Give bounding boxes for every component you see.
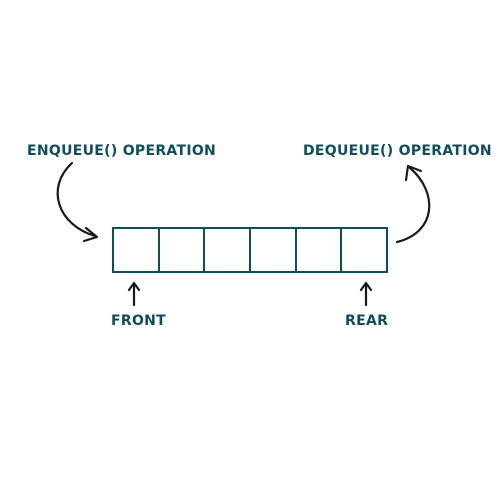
queue-cell xyxy=(157,229,204,271)
queue-cell xyxy=(114,229,158,271)
enqueue-operation-label: ENQUEUE() OPERATION xyxy=(27,143,217,159)
dequeue-arrow xyxy=(395,164,431,244)
rear-pointer-arrow xyxy=(359,281,373,307)
queue-array xyxy=(112,227,388,273)
queue-cell xyxy=(294,229,341,271)
front-label: FRONT xyxy=(111,313,167,329)
queue-cell xyxy=(203,229,249,271)
queue-cell xyxy=(340,229,386,271)
queue-cell xyxy=(249,229,295,271)
enqueue-arrow xyxy=(56,161,99,243)
front-pointer-arrow xyxy=(127,281,141,307)
rear-label: REAR xyxy=(345,313,389,329)
dequeue-operation-label: DEQUEUE() OPERATION xyxy=(303,143,492,159)
